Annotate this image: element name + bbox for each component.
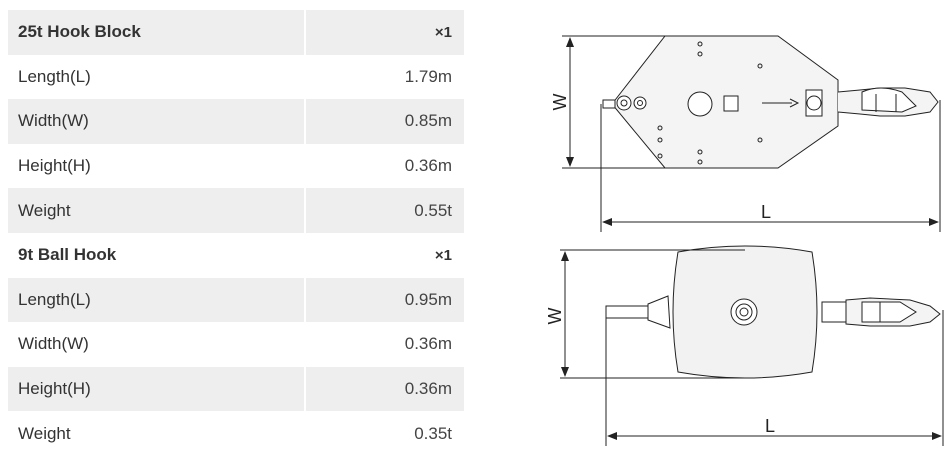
ball-hook-drawing (605, 245, 941, 379)
spec-label: Width(W) (8, 99, 306, 144)
spec-value: 0.36m (404, 379, 452, 399)
top-length-label: L (761, 202, 771, 222)
spec-label: Weight (8, 188, 306, 233)
spec-label: Height(H) (8, 366, 306, 412)
bottom-length-label: L (765, 416, 775, 436)
spec-label: Length(L) (8, 277, 306, 323)
group-name: 25t Hook Block (8, 10, 306, 55)
bottom-dimension-lines (560, 249, 944, 446)
group-name: 9t Ball Hook (18, 245, 117, 265)
spec-label: Length(L) (18, 66, 91, 86)
bottom-width-label: W (545, 308, 565, 325)
spec-value: 0.35t (414, 423, 452, 443)
spec-row: Height(H) 0.36m (8, 366, 464, 412)
spec-value: 0.36m (404, 156, 452, 176)
spec-label: Weight (18, 423, 71, 443)
spec-row: Height(H) 0.36m (8, 144, 464, 189)
hook-block-drawing (602, 35, 939, 169)
spec-table: 25t Hook Block ×1 Length(L) 1.79m Width(… (8, 10, 464, 456)
spec-value: 0.36m (404, 334, 452, 354)
spec-row: Length(L) 1.79m (8, 55, 464, 100)
group-quantity: ×1 (434, 246, 452, 264)
spec-row: Weight 0.35t (8, 411, 464, 456)
group-quantity: ×1 (434, 23, 452, 41)
spec-row: Width(W) 0.85m (8, 99, 464, 144)
spec-label: Height(H) (18, 156, 91, 176)
spec-row: Length(L) 0.95m (8, 277, 464, 323)
spec-value: 0.55t (414, 200, 452, 220)
hook-dimension-diagram: W L W L (545, 35, 944, 446)
spec-label: Width(W) (18, 334, 89, 354)
group-header-hook-block: 25t Hook Block ×1 (8, 10, 464, 55)
spec-value: 0.85m (404, 111, 452, 131)
spec-value: 0.95m (404, 289, 452, 309)
group-header-ball-hook: 9t Ball Hook ×1 (8, 233, 464, 278)
top-width-label: W (550, 94, 570, 111)
top-dimension-lines (562, 35, 941, 232)
spec-value: 1.79m (404, 66, 452, 86)
spec-row: Weight 0.55t (8, 188, 464, 233)
spec-row: Width(W) 0.36m (8, 322, 464, 367)
